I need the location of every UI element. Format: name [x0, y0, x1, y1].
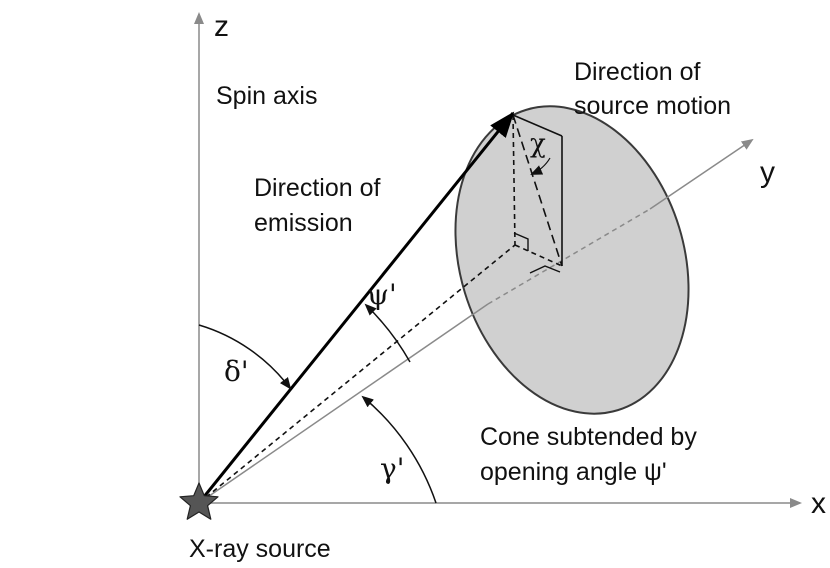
motion-label-line2: source motion — [574, 92, 731, 120]
cone-label-line2: opening angle ψ' — [480, 458, 667, 486]
chi-arc — [530, 157, 551, 175]
delta-label: δ' — [224, 355, 249, 388]
star-icon — [179, 482, 219, 520]
motion-top — [512, 114, 563, 137]
source-label: X-ray source — [189, 535, 331, 563]
right-angle-mark-1 — [513, 232, 529, 251]
cone-label-line1: Cone subtended by — [480, 423, 697, 451]
spin-axis-label: Spin axis — [216, 82, 317, 110]
y-axis — [198, 303, 489, 504]
psi-arc — [364, 303, 411, 363]
delta-arc — [198, 324, 292, 390]
projection-line — [198, 244, 516, 504]
emission-label-line1: Direction of — [254, 174, 380, 202]
emission-vector — [197, 111, 515, 504]
motion-label-line1: Direction of — [574, 58, 700, 86]
gamma-label: γ' — [380, 452, 404, 485]
gamma-arc — [361, 395, 437, 504]
right-angle-mark-2 — [529, 265, 561, 274]
y-axis-hidden — [487, 208, 651, 305]
chi-line — [512, 114, 563, 267]
psi-label: ψ' — [367, 278, 397, 311]
x-axis-label: x — [811, 487, 826, 520]
emission-label-line2: emission — [254, 209, 353, 237]
y-axis-end — [649, 138, 754, 210]
chi-label: χ — [530, 129, 546, 159]
cone-ellipse — [454, 105, 690, 415]
y-axis-label: y — [760, 156, 775, 189]
z-axis-label: z — [214, 10, 229, 43]
